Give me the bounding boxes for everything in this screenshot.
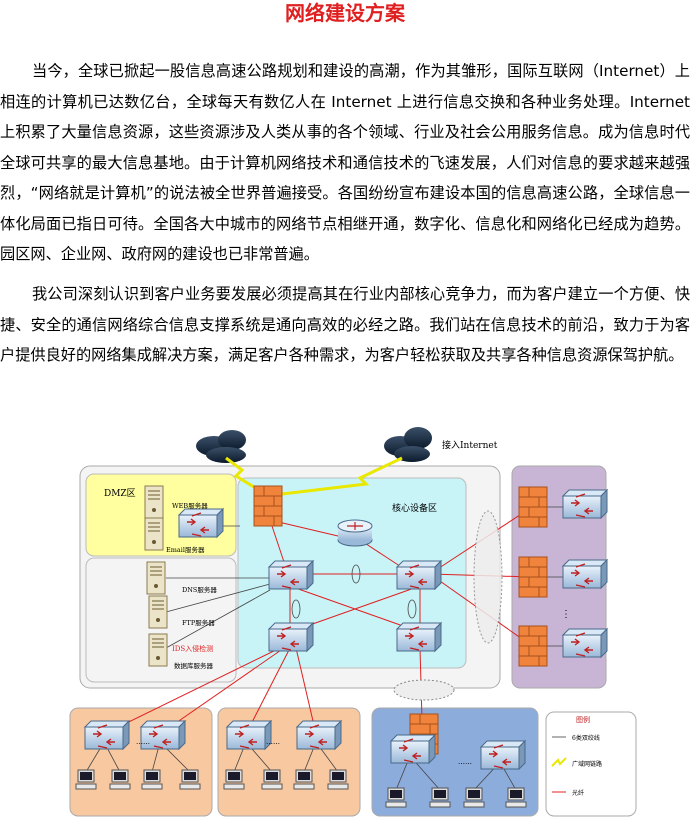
dmz-switch-icon	[178, 508, 224, 538]
wan-link-icon	[551, 757, 567, 767]
ellipsis: ……	[266, 738, 280, 746]
db-server-icon	[148, 633, 168, 667]
pc-icon	[327, 769, 349, 790]
router-icon	[337, 519, 373, 547]
dns-server-label: DNS服务器	[182, 585, 217, 594]
dmz-label: DMZ区	[104, 488, 136, 499]
pc-icon	[75, 769, 97, 790]
internet-cloud-icon-2	[384, 427, 432, 462]
distribution-switch-icon	[396, 622, 442, 652]
intro-paragraph: 当今，全球已掀起一股信息高速公路规划和建设的高潮，作为其雏形，国际互联网（Int…	[0, 62, 690, 263]
pc-icon	[429, 787, 451, 808]
dns-server-icon	[146, 561, 166, 595]
core-switch-icon	[268, 560, 314, 590]
core-switch-icon	[396, 560, 442, 590]
firewall-icon	[518, 625, 548, 667]
network-diagram: DMZ区 核心设备区 图例 6类双绞线 广域网链路 光纤 接入Internet	[60, 425, 690, 820]
web-server-icon	[144, 485, 164, 519]
pc-icon	[463, 787, 485, 808]
ids-label: IDS入侵检测	[172, 644, 213, 653]
distribution-switch-icon	[268, 622, 314, 652]
firewall-icon	[518, 556, 548, 598]
db-server-label: 数据库服务器	[174, 661, 214, 670]
page-title: 网络建设方案	[285, 1, 405, 25]
remote-switch-icon	[390, 734, 436, 764]
core-label: 核心设备区	[392, 502, 437, 514]
ellipsis: ……	[136, 738, 150, 746]
internet-access-label: 接入Internet	[442, 439, 498, 451]
vertical-ellipsis: ⋮	[561, 609, 571, 620]
pc-icon	[179, 769, 201, 790]
legend-title: 图例	[576, 715, 590, 724]
pc-icon	[223, 769, 245, 790]
legend-fiber: 光纤	[572, 789, 584, 797]
remote-switch-icon	[480, 740, 526, 770]
pc-icon	[505, 787, 527, 808]
email-server-label: Email服务器	[166, 545, 205, 554]
pc-icon	[261, 769, 283, 790]
branch-switch-icon	[562, 489, 608, 519]
access-switch-icon	[226, 720, 272, 750]
internet-cloud-icon	[196, 430, 246, 463]
pc-icon	[293, 769, 315, 790]
optical-cloud	[473, 510, 503, 644]
legend-twisted-pair: 6类双绞线	[572, 734, 600, 742]
ftp-server-icon	[148, 595, 168, 629]
web-server-label: WEB服务器	[172, 501, 208, 510]
legend-box	[545, 711, 637, 817]
email-server-icon	[144, 517, 164, 551]
firewall-icon	[253, 485, 283, 527]
company-paragraph: 我公司深刻认识到客户业务要发展必须提高其在行业内部核心竞争力，而为客户建立一个方…	[0, 285, 690, 364]
legend-wan: 广域网链路	[572, 760, 602, 768]
optical-cloud-2	[393, 679, 455, 701]
access-switch-icon	[84, 720, 130, 750]
ftp-server-label: FTP服务器	[182, 618, 215, 627]
access-switch-icon	[296, 720, 342, 750]
pc-icon	[385, 787, 407, 808]
pc-icon	[109, 769, 131, 790]
firewall-icon	[518, 486, 548, 528]
pc-icon	[141, 769, 163, 790]
branch-switch-icon	[562, 628, 608, 658]
ellipsis: ……	[458, 758, 472, 766]
branch-switch-icon	[562, 559, 608, 589]
